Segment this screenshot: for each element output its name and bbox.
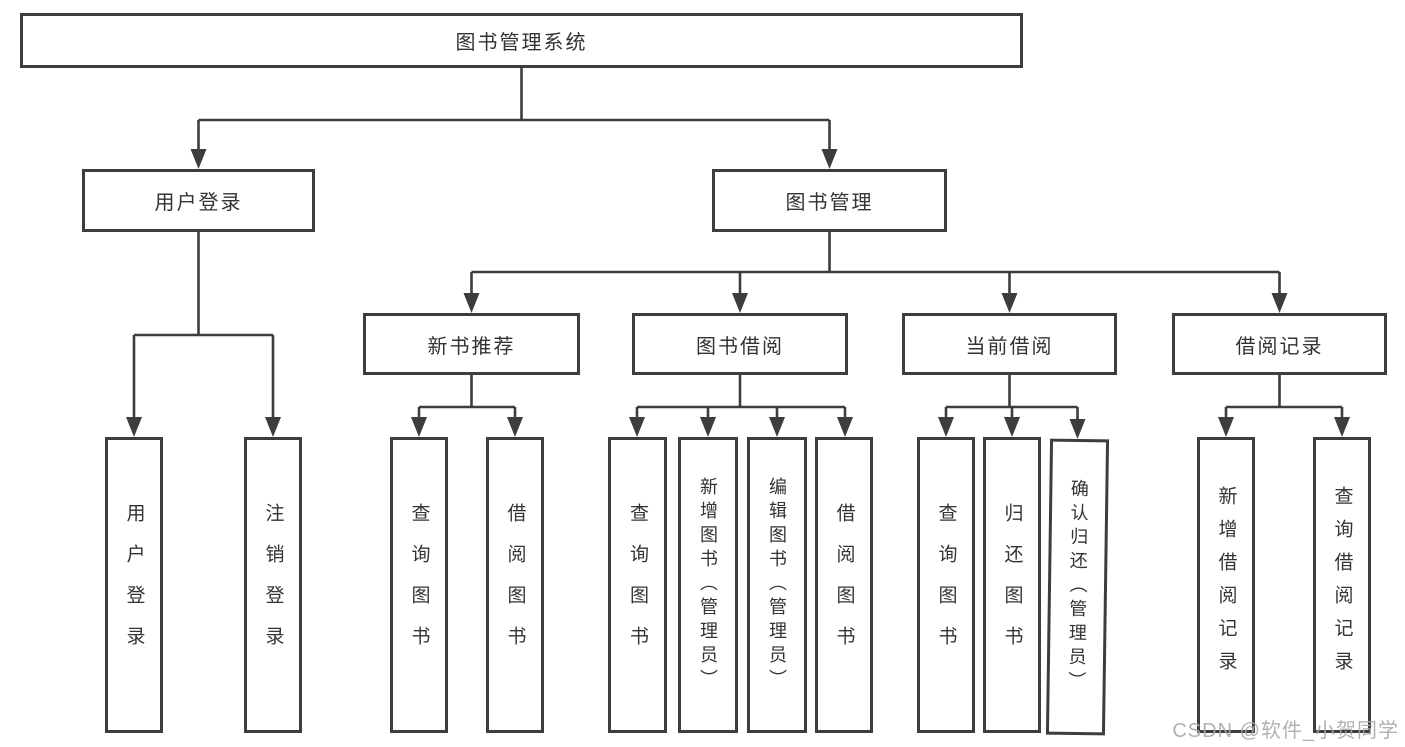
node-borrow-records-label: 借阅记录 xyxy=(1235,335,1324,358)
node-leaf-borrow-books-recommend-label: 借阅图书 xyxy=(504,503,526,667)
node-user-login-label: 用户登录 xyxy=(154,192,243,214)
node-leaf-edit-books-admin-label: 编辑图书（管理员） xyxy=(767,477,787,693)
node-leaf-edit-books-admin: 编辑图书（管理员） xyxy=(747,437,807,733)
node-leaf-query-borrow-record: 查询借阅记录 xyxy=(1313,437,1371,733)
node-book-management-label: 图书管理 xyxy=(785,192,874,214)
node-leaf-borrow-books-label: 借阅图书 xyxy=(833,503,855,667)
node-root-label: 图书管理系统 xyxy=(455,32,588,54)
node-leaf-borrow-books: 借阅图书 xyxy=(815,437,873,733)
connector-book-mgmt-to-level3 xyxy=(463,232,1288,313)
node-leaf-logout-label: 注销登录 xyxy=(262,503,284,667)
connector-user-login-to-leaves xyxy=(126,232,281,437)
csdn-watermark: CSDN @软件_小贺同学 xyxy=(1172,720,1399,742)
node-leaf-confirm-return-admin: 确认归还（管理员） xyxy=(1045,438,1110,736)
node-leaf-query-books-recommend: 查询图书 xyxy=(390,437,448,733)
node-leaf-query-books-borrow-label: 查询图书 xyxy=(627,503,648,667)
node-leaf-query-books-current-label: 查询图书 xyxy=(935,503,957,667)
connector-borrow-records-to-leaves xyxy=(1218,375,1350,437)
node-user-login: 用户登录 xyxy=(82,169,315,232)
node-leaf-add-borrow-record-label: 新增借阅记录 xyxy=(1215,486,1237,684)
node-leaf-return-books-label: 归还图书 xyxy=(1001,503,1023,667)
connector-new-book-rec-to-leaves xyxy=(411,375,523,437)
node-leaf-add-books-admin: 新增图书（管理员） xyxy=(678,437,738,733)
node-leaf-query-books-borrow: 查询图书 xyxy=(608,437,667,733)
node-borrow-records: 借阅记录 xyxy=(1172,313,1387,375)
node-current-borrowing-label: 当前借阅 xyxy=(965,335,1054,358)
node-leaf-add-books-admin-label: 新增图书（管理员） xyxy=(698,477,718,693)
node-book-borrowing-label: 图书借阅 xyxy=(696,335,784,358)
node-leaf-confirm-return-admin-label: 确认归还（管理员） xyxy=(1065,478,1090,696)
node-leaf-query-books-current: 查询图书 xyxy=(917,437,975,733)
node-leaf-borrow-books-recommend: 借阅图书 xyxy=(486,437,544,733)
node-new-book-recommend: 新书推荐 xyxy=(363,313,580,375)
node-book-borrowing: 图书借阅 xyxy=(632,313,848,375)
connector-root-to-level2 xyxy=(190,68,838,169)
node-leaf-query-books-recommend-label: 查询图书 xyxy=(408,503,430,667)
node-current-borrowing: 当前借阅 xyxy=(902,313,1117,375)
connector-current-borrow-to-leaves xyxy=(938,375,1086,439)
node-leaf-return-books: 归还图书 xyxy=(983,437,1041,733)
node-root: 图书管理系统 xyxy=(20,13,1023,68)
connector-book-borrow-to-leaves xyxy=(629,375,853,437)
node-leaf-user-login: 用户登录 xyxy=(105,437,163,733)
node-new-book-recommend-label: 新书推荐 xyxy=(427,335,516,358)
node-leaf-user-login-label: 用户登录 xyxy=(123,503,145,667)
node-leaf-add-borrow-record: 新增借阅记录 xyxy=(1197,437,1255,733)
node-leaf-logout: 注销登录 xyxy=(244,437,302,733)
node-leaf-query-borrow-record-label: 查询借阅记录 xyxy=(1331,486,1353,684)
node-book-management: 图书管理 xyxy=(712,169,947,232)
